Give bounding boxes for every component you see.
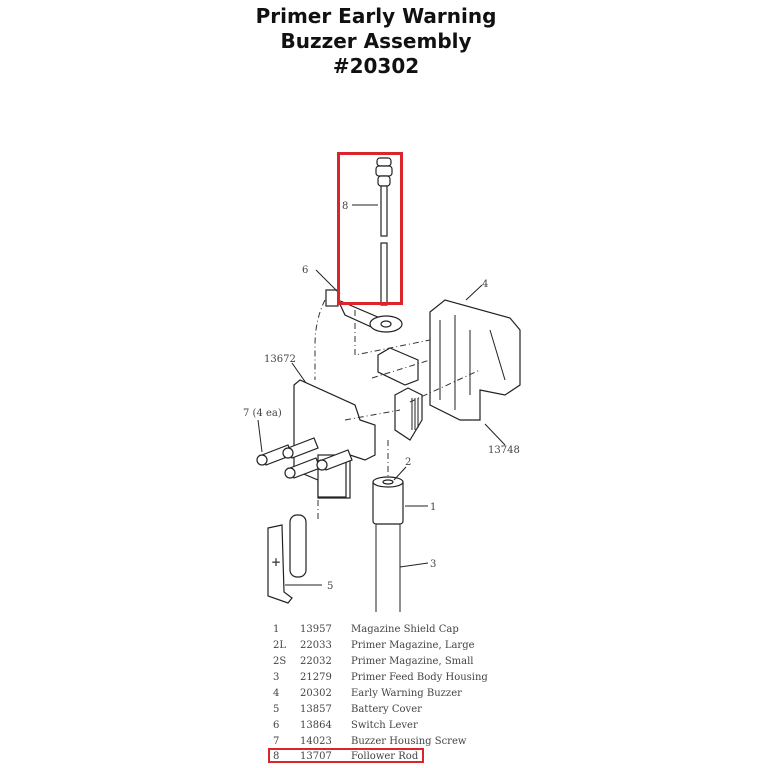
diagram-title: Primer Early Warning Buzzer Assembly #20… <box>0 4 752 79</box>
part-number: 20302 <box>300 688 332 699</box>
callout-13748: 13748 <box>488 445 520 456</box>
part-number: 13864 <box>300 720 332 731</box>
mounting-plate <box>293 379 376 499</box>
part-description: Primer Magazine, Large <box>351 640 475 651</box>
title-line-2: Buzzer Assembly <box>280 29 472 53</box>
callout-2: 2 <box>405 457 411 468</box>
item-number: 2L <box>273 640 287 651</box>
part-description: Buzzer Housing Screw <box>351 736 467 747</box>
part-description: Early Warning Buzzer <box>351 688 462 699</box>
part-number: 13857 <box>300 704 332 715</box>
callout-5: 5 <box>327 581 333 592</box>
title-line-1: Primer Early Warning <box>255 4 497 28</box>
part-description: Battery Cover <box>351 704 422 715</box>
callout-4: 4 <box>482 279 488 290</box>
callout-13672: 13672 <box>264 354 296 365</box>
primer-feed-tube <box>372 476 404 612</box>
item-number: 1 <box>273 624 280 635</box>
svg-text:+: + <box>271 555 281 569</box>
part-number: 22032 <box>300 656 332 667</box>
item-number: 8 <box>273 751 280 762</box>
part-description: Primer Magazine, Small <box>351 656 474 667</box>
item-number: 5 <box>273 704 280 715</box>
buzzer-housing <box>429 299 521 421</box>
part-number: 13957 <box>300 624 332 635</box>
part-description: Switch Lever <box>351 720 418 731</box>
callout-7: 7 (4 ea) <box>243 408 282 419</box>
part-number: 21279 <box>300 672 332 683</box>
part-number: 14023 <box>300 736 332 747</box>
part-description: Follower Rod <box>351 751 419 762</box>
title-line-3: #20302 <box>332 54 420 78</box>
callout-1: 1 <box>430 502 436 513</box>
screws <box>256 437 353 479</box>
micro-switch <box>377 347 423 441</box>
item-number: 3 <box>273 672 280 683</box>
callout-6: 6 <box>302 265 308 276</box>
follower-rod-row-highlight <box>268 748 424 763</box>
part-description: Magazine Shield Cap <box>351 624 459 635</box>
battery-cover: + <box>267 514 307 604</box>
follower-rod-highlight <box>337 152 403 305</box>
part-number: 13707 <box>300 751 332 762</box>
callout-3: 3 <box>430 559 436 570</box>
part-description: Primer Feed Body Housing <box>351 672 488 683</box>
item-number: 2S <box>273 656 287 667</box>
part-number: 22033 <box>300 640 332 651</box>
follower-rod <box>375 157 393 306</box>
item-number: 6 <box>273 720 280 731</box>
item-number: 4 <box>273 688 280 699</box>
callout-8: 8 <box>342 201 348 212</box>
item-number: 7 <box>273 736 280 747</box>
switch-lever <box>325 289 403 333</box>
